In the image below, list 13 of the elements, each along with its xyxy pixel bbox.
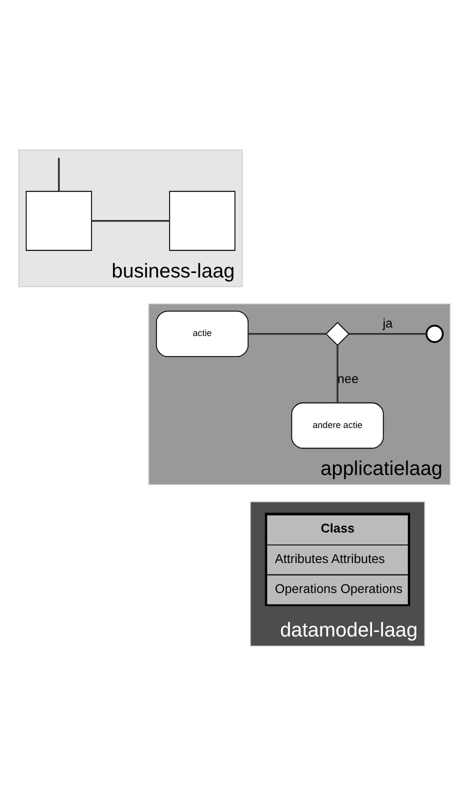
node-box: actie [156, 310, 249, 357]
connector [248, 332, 326, 334]
cluster: business-laag [18, 148, 243, 287]
node-diamond [326, 321, 350, 346]
node-box: andere actie [291, 402, 384, 448]
node-box [26, 190, 92, 250]
connector [336, 344, 338, 402]
edge-label: ja [382, 316, 393, 330]
connector [92, 219, 170, 222]
node-circle [426, 324, 444, 342]
node-box [169, 190, 236, 250]
connector [349, 332, 426, 334]
connector [58, 157, 60, 191]
